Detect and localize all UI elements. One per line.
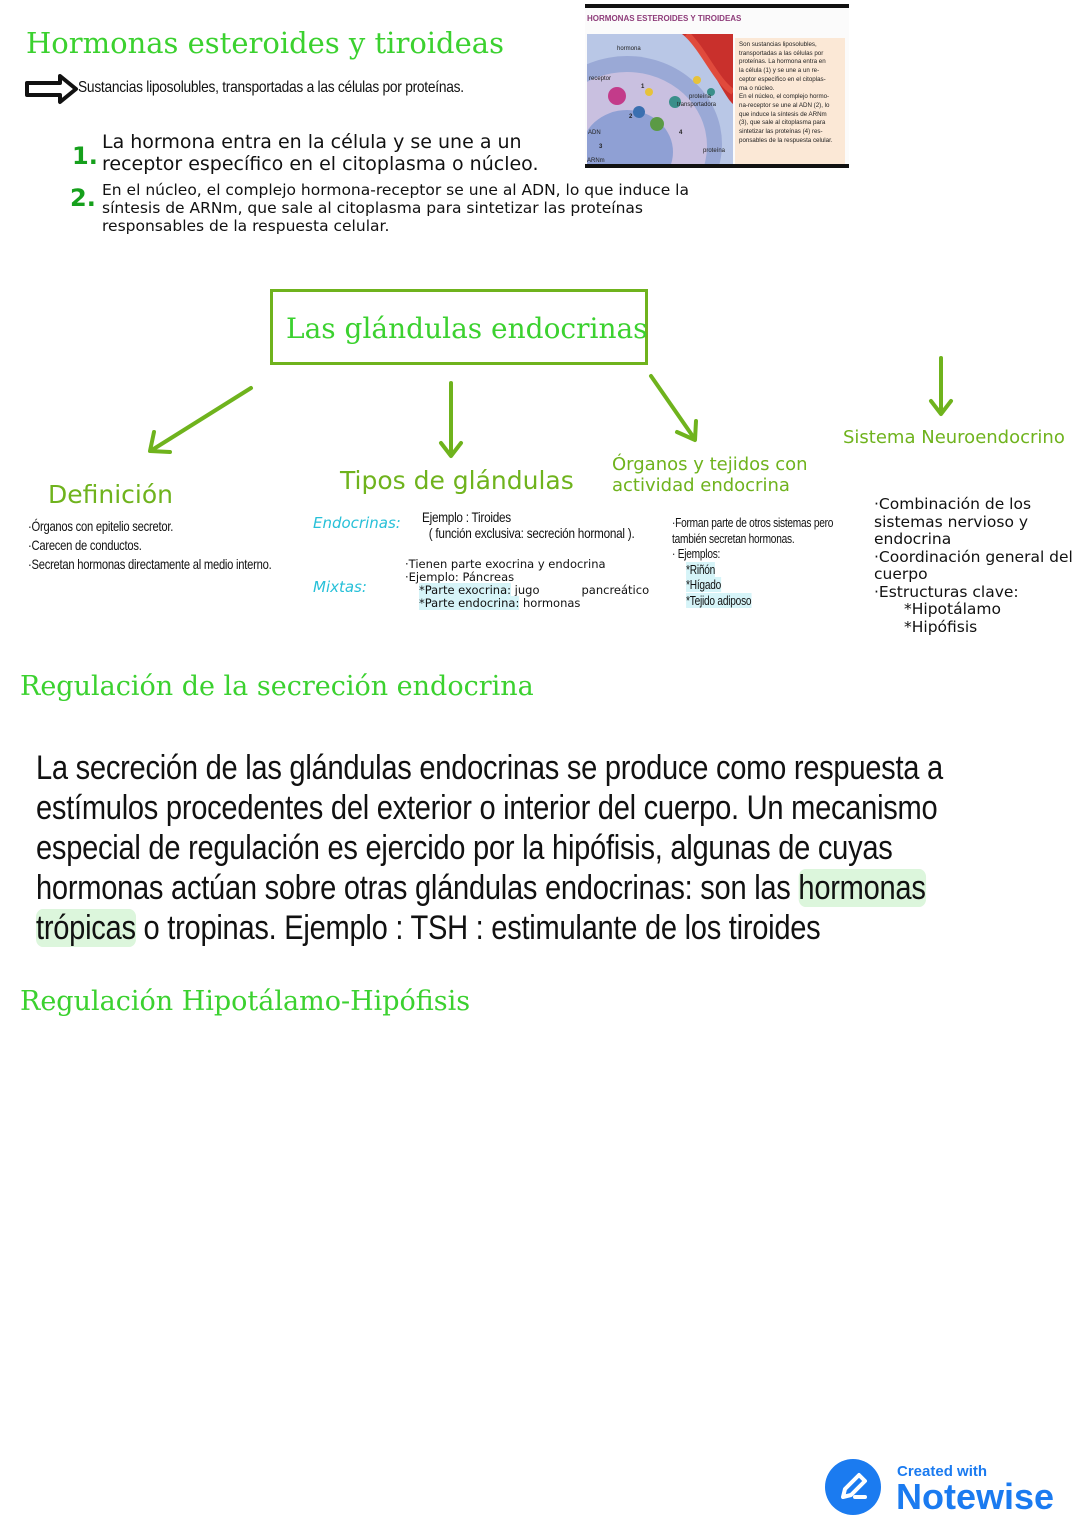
- regulacion-hipotalamo-title: Regulación Hipotálamo-Hipófisis: [20, 986, 471, 1017]
- label-proteina-transportadora-1: proteína: [689, 94, 712, 100]
- step-2-text: En el núcleo, el complejo hormona-recept…: [102, 181, 689, 235]
- label-adn: ADN: [588, 130, 601, 136]
- step-number-2: 2.: [70, 184, 96, 212]
- definicion-heading: Definición: [48, 480, 173, 509]
- label-proteina-transportadora-2: transportadora: [677, 102, 717, 108]
- textbook-figure: HORMONAS ESTEROIDES Y TIROIDEAS hormona …: [585, 4, 849, 168]
- step-number-1: 1.: [72, 142, 98, 170]
- highlight-tropicas: trópicas: [36, 909, 136, 947]
- label-proteina: proteína: [703, 148, 726, 154]
- label-num-2: 2: [629, 114, 633, 120]
- exocrina-label: *Parte exocrina:: [419, 583, 511, 597]
- section-title-hormonas: Hormonas esteroides y tiroideas: [26, 26, 504, 60]
- label-receptor: receptor: [589, 76, 612, 82]
- example-higado: *Hígado: [686, 577, 722, 592]
- glands-title: Las glándulas endocrinas: [286, 312, 648, 345]
- arrow-organos-icon: [649, 374, 696, 440]
- tipos-heading: Tipos de glándulas: [340, 466, 574, 495]
- example-rinon: *Riñón: [686, 561, 716, 577]
- figure-description: Son sustancias liposolubles, transportad…: [735, 38, 845, 164]
- neuro-heading: Sistema Neuroendocrino: [843, 427, 1065, 448]
- mixtas-label: Mixtas:: [313, 578, 367, 596]
- label-num-1: 1: [641, 84, 645, 90]
- created-with-text: Created with: [897, 1463, 988, 1480]
- highlight-hormonas: hormonas: [798, 869, 926, 907]
- map-arrows: [148, 356, 953, 458]
- cell-illustration: [587, 34, 733, 164]
- step-1-text: La hormona entra en la célula y se une a…: [102, 131, 539, 175]
- regulacion-title: Regulación de la secreción endocrina: [20, 671, 534, 702]
- organos-heading: Órganos y tejidos con actividad endocrin…: [612, 454, 808, 496]
- right-arrow-icon: [25, 74, 78, 104]
- notewise-brand: Notewise: [896, 1476, 1055, 1517]
- label-num-3: 3: [599, 144, 603, 150]
- figure-title: HORMONAS ESTEROIDES Y TIROIDEAS: [587, 14, 742, 23]
- neuro-text: ·Combinación de los sistemas nervioso y …: [874, 495, 1073, 636]
- mixtas-text: ·Tienen parte exocrina y endocrina ·Ejem…: [405, 557, 650, 610]
- notewise-logo-icon: [825, 1459, 881, 1515]
- arrow-definicion-icon: [150, 386, 253, 452]
- glands-title-box: [270, 289, 648, 365]
- definicion-list: ·Órganos con epitelio secretor. ·Carecen…: [28, 518, 272, 572]
- regulacion-paragraph: La secreción de las glándulas endocrinas…: [36, 749, 943, 947]
- endocrinas-label: Endocrinas:: [313, 514, 401, 532]
- label-hormona: hormona: [617, 46, 641, 52]
- label-num-4: 4: [679, 130, 683, 136]
- organos-text: ·Forman parte de otros sistemas pero tam…: [672, 515, 834, 608]
- example-tejido-adiposo: *Tejido adiposo: [686, 592, 752, 608]
- label-arnm: ARNm: [587, 158, 605, 164]
- endocrinas-text: Ejemplo : Tiroides ( función exclusiva: …: [422, 509, 635, 541]
- endocrina-label: *Parte endocrina:: [419, 596, 520, 610]
- summary-text: Sustancias liposolubles, transportadas a…: [78, 79, 464, 96]
